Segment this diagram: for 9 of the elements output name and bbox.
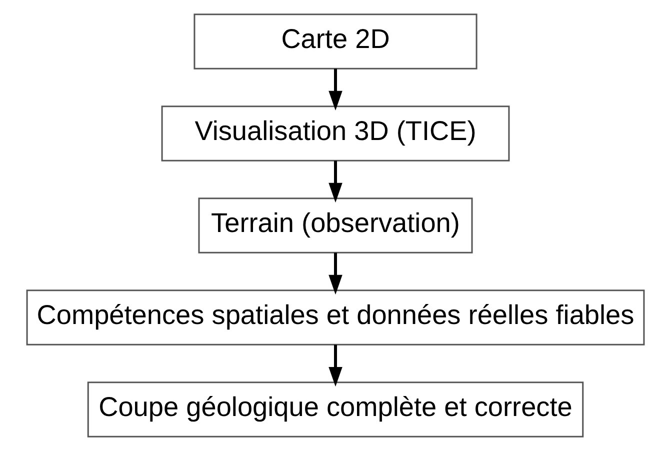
node-box: Compétences spatiales et données réelles fiables [26,290,645,346]
arrow [328,252,342,295]
node-box: Visualisation 3D (TICE) [161,106,510,162]
node-box: Coupe géologique complète et correcte [87,382,584,438]
arrow [328,68,342,111]
arrow [328,344,342,387]
node-box: Carte 2D [194,14,478,70]
node-box: Terrain (observation) [198,198,473,254]
arrow [328,160,342,203]
